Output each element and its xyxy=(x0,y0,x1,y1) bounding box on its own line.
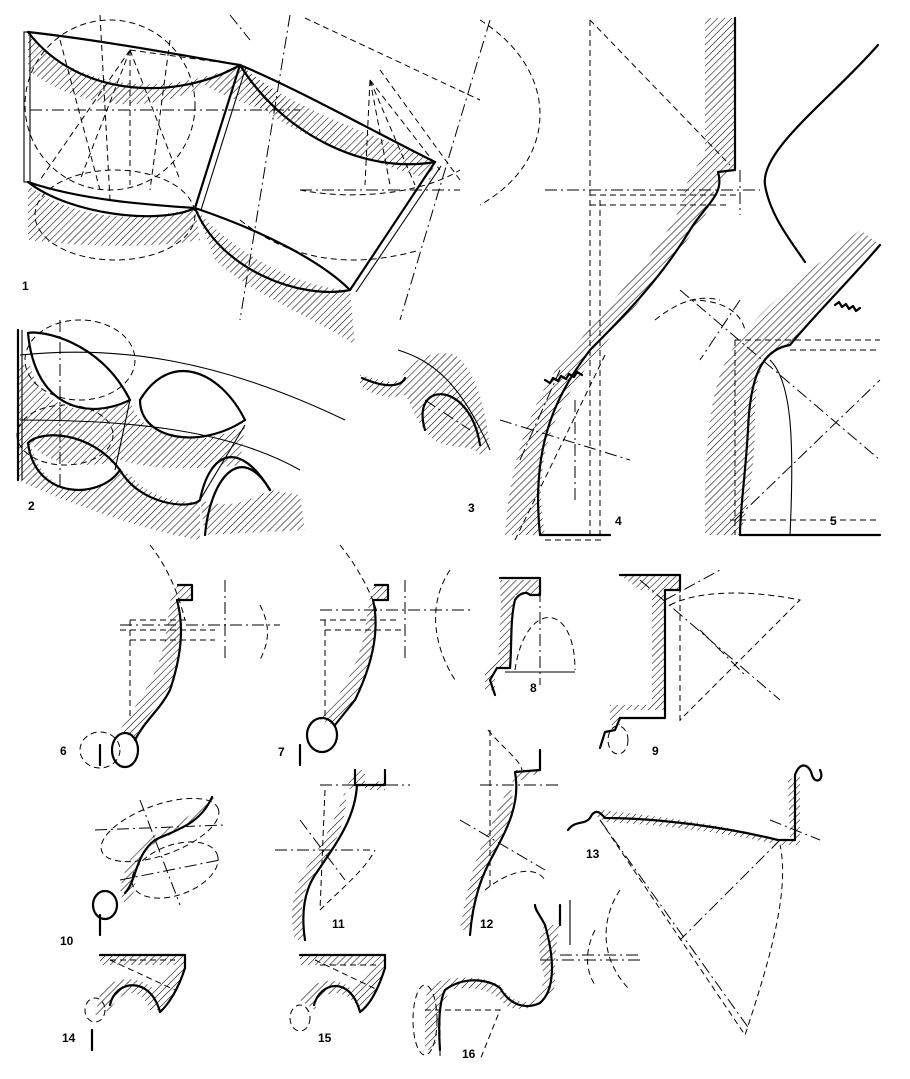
figure-label-6: 6 xyxy=(60,744,67,758)
figure-label-9: 9 xyxy=(652,744,659,758)
figure-label-12: 12 xyxy=(480,917,494,931)
figure-label-11: 11 xyxy=(332,917,345,931)
figure-11-profile xyxy=(275,768,410,942)
figure-9-profile xyxy=(598,569,802,755)
figure-5-cornice-profile xyxy=(654,43,882,537)
figure-2-arcade-semicircles xyxy=(16,319,346,540)
figure-label-10: 10 xyxy=(60,934,74,948)
figure-14-profile xyxy=(84,953,187,1052)
figure-13-profile xyxy=(540,764,823,1037)
figure-label-2: 2 xyxy=(28,499,35,513)
figure-label-15: 15 xyxy=(318,1031,332,1045)
figure-label-4: 4 xyxy=(615,514,622,528)
figure-label-7: 7 xyxy=(278,745,285,759)
figure-6-profile xyxy=(79,544,280,769)
figure-label-14: 14 xyxy=(62,1031,76,1045)
figure-labels: 1 2 3 4 5 6 7 8 9 10 11 12 13 14 15 16 xyxy=(22,279,837,1061)
figure-8-profile xyxy=(485,576,576,697)
figure-15-profile xyxy=(289,953,387,1032)
figure-label-5: 5 xyxy=(830,514,837,528)
figure-3-arch-section xyxy=(360,349,491,455)
figure-label-3: 3 xyxy=(468,501,475,515)
figure-16-profile xyxy=(412,900,640,1061)
figure-7-profile xyxy=(298,544,470,767)
figure-10-profile xyxy=(91,795,226,937)
figure-4-cornice-profile xyxy=(499,16,760,541)
figure-12-profile xyxy=(459,729,560,937)
figure-1-arcade xyxy=(23,14,541,345)
figure-label-8: 8 xyxy=(530,681,537,695)
figure-label-1: 1 xyxy=(22,279,29,293)
figure-label-13: 13 xyxy=(586,847,600,861)
figure-label-16: 16 xyxy=(462,1047,476,1061)
